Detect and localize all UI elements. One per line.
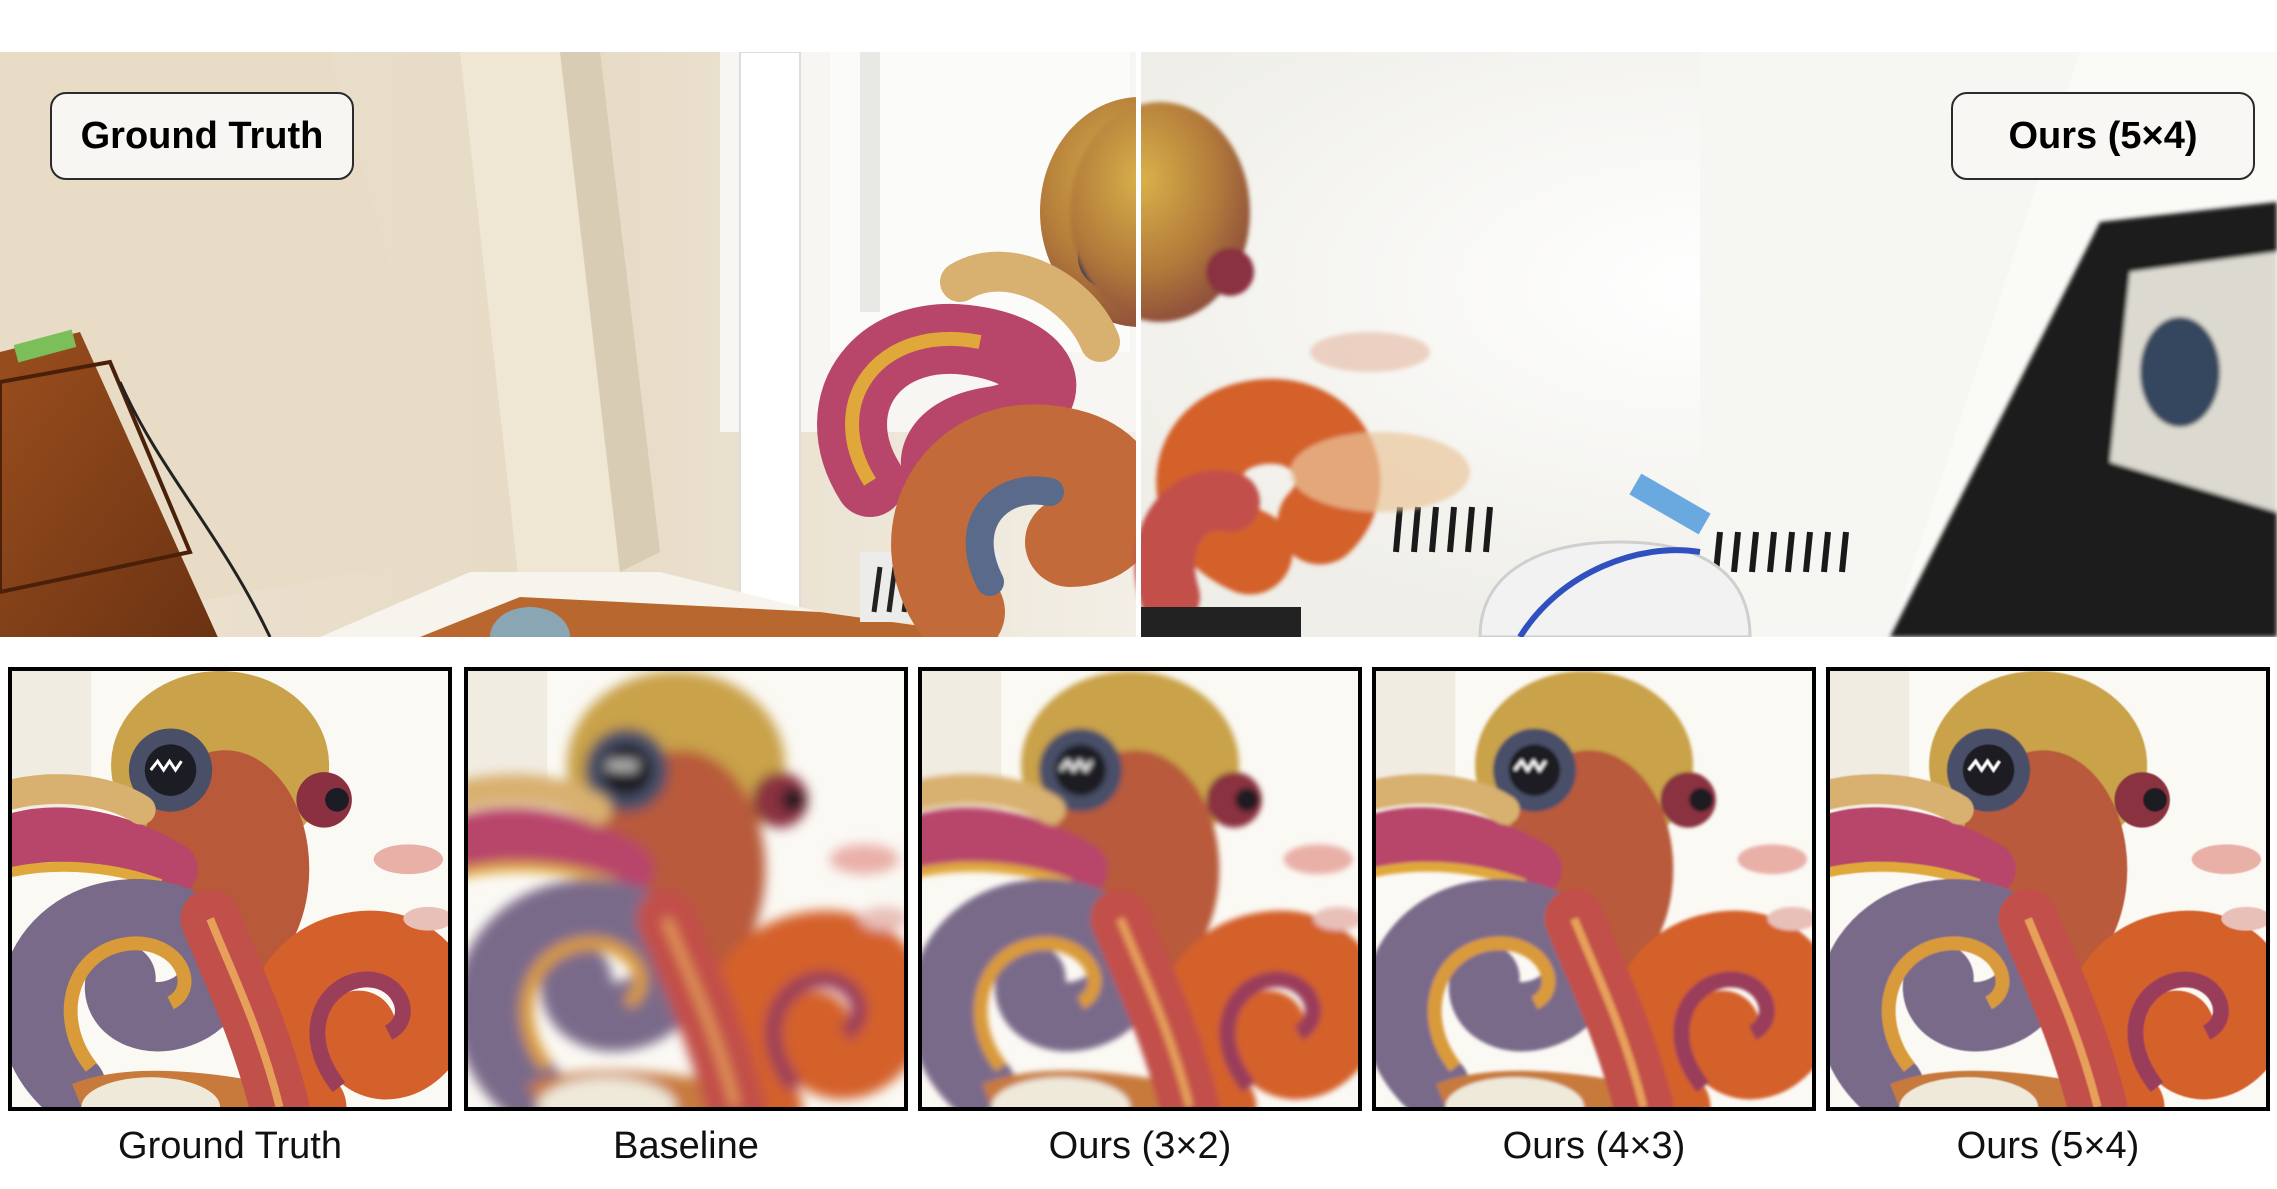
crop-ours-5x4 bbox=[1826, 667, 2270, 1111]
crop-image-ours-3x2 bbox=[922, 671, 1358, 1107]
crop-ours-4x3 bbox=[1372, 667, 1816, 1111]
caption-ours-4x3: Ours (4×3) bbox=[1502, 1125, 1686, 1167]
radiator-vents-right bbox=[1393, 506, 1849, 573]
crop-ground-truth bbox=[8, 667, 452, 1111]
crop-image-baseline bbox=[468, 671, 904, 1107]
octopus-right bbox=[1070, 102, 1470, 627]
crop-baseline bbox=[464, 667, 908, 1111]
caption-ground-truth: Ground Truth bbox=[118, 1125, 342, 1167]
hero-scene bbox=[0, 52, 2277, 637]
wooden-dresser bbox=[0, 329, 218, 637]
crop-ours-3x2 bbox=[918, 667, 1362, 1111]
crop-image-ground-truth bbox=[12, 671, 448, 1107]
hero-comparison-image: Ground Truth Ours (5×4) bbox=[0, 52, 2277, 637]
dark-painting bbox=[1890, 202, 2277, 637]
caption-baseline: Baseline bbox=[613, 1125, 759, 1167]
white-cylinder bbox=[1478, 473, 1752, 637]
crop-image-ours-5x4 bbox=[1830, 671, 2266, 1107]
caption-ours-3x2: Ours (3×2) bbox=[1048, 1125, 1232, 1167]
hero-label-ground-truth: Ground Truth bbox=[50, 92, 354, 180]
caption-ours-5x4: Ours (5×4) bbox=[1956, 1125, 2140, 1167]
split-divider bbox=[1136, 52, 1141, 637]
crop-image-ours-4x3 bbox=[1376, 671, 1812, 1107]
hero-label-ours: Ours (5×4) bbox=[1951, 92, 2255, 180]
